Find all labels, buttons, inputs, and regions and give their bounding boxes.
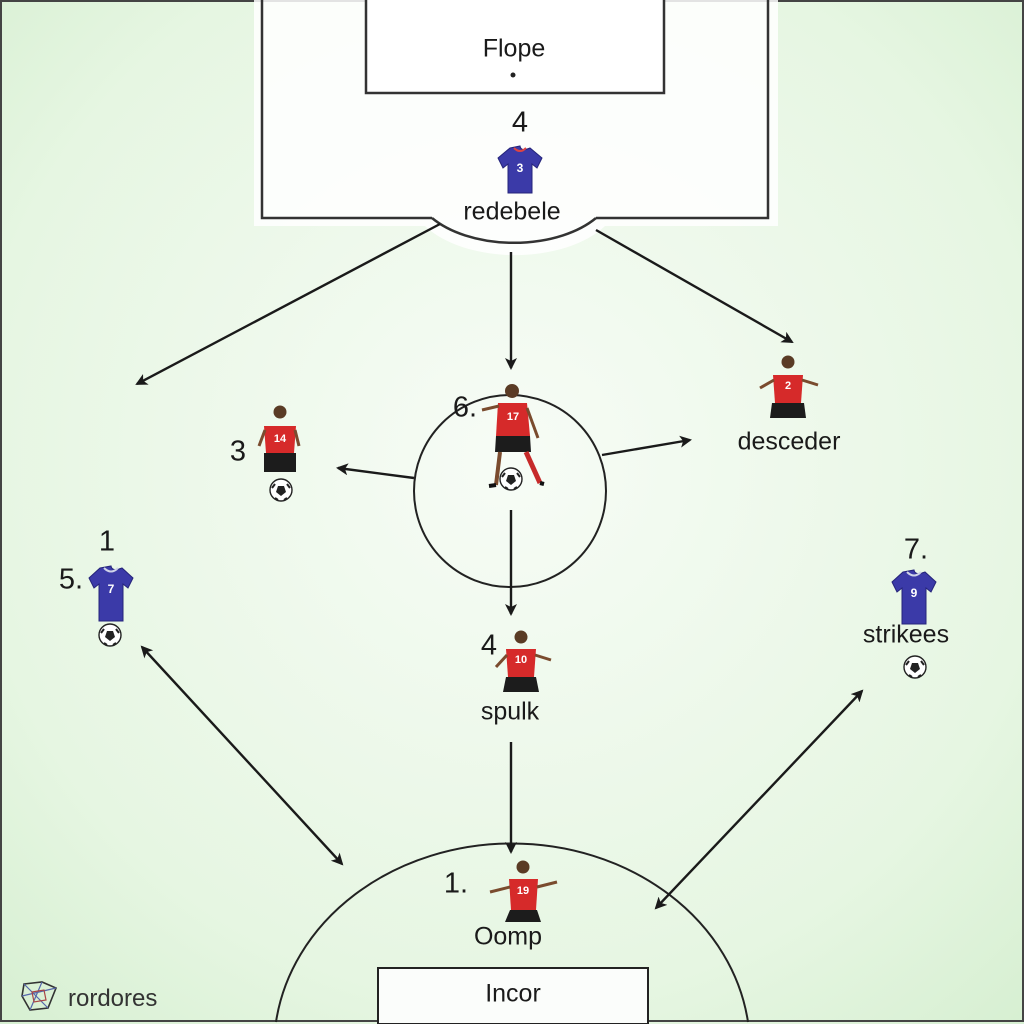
bottom-box-label: Incor — [485, 979, 541, 1008]
ball-icons — [98, 467, 927, 679]
player-goalkeeper-jersey: 3 — [517, 161, 524, 175]
watermark-logo-icon — [21, 981, 58, 1011]
arrow-gk-to-right — [595, 228, 794, 344]
ball-center — [499, 467, 523, 491]
player-bottom-figure: 19 — [489, 860, 558, 922]
right-wing-number: 7. — [903, 533, 929, 566]
arrow-center-to-left — [336, 463, 415, 480]
bottom-label: Oomp — [473, 922, 543, 951]
player-center-jersey: 17 — [507, 411, 519, 423]
player-right-wing-jersey: 9 — [911, 586, 918, 600]
arrow-center-to-right — [601, 435, 692, 457]
right-wing-label: strikees — [862, 620, 950, 649]
player-mid-jersey: 10 — [515, 654, 527, 666]
watermark: rordores — [20, 978, 200, 1016]
ball-left-mid — [269, 478, 293, 502]
bottom-number: 1. — [443, 867, 469, 900]
ball-left-wing — [98, 623, 122, 647]
player-left-mid-figure: 14 — [257, 405, 301, 472]
player-mid-figure: 10 — [494, 630, 552, 692]
player-right-mid-figure: 2 — [759, 355, 819, 418]
center-number: 6. — [452, 391, 478, 424]
bottom-goal-box — [377, 967, 649, 1024]
player-bottom-jersey: 19 — [517, 885, 529, 897]
arrow-gk-to-left — [135, 222, 441, 386]
player-left-mid-jersey: 14 — [274, 433, 287, 445]
player-goalkeeper-shirt: 3 — [497, 145, 543, 194]
player-right-wing-shirt: 9 — [891, 569, 937, 625]
goalkeeper-label: redebele — [463, 197, 561, 226]
penalty-spot — [510, 72, 516, 78]
right-mid-label: desceder — [737, 427, 841, 456]
left-mid-number: 3 — [229, 435, 247, 468]
top-box-label: Flope — [482, 34, 546, 63]
mid-number: 4 — [480, 629, 498, 662]
player-right-mid-jersey: 2 — [785, 380, 791, 392]
left-wing-number-1: 1 — [98, 525, 116, 558]
arrows — [135, 222, 864, 910]
top-goal-box — [364, 0, 666, 95]
watermark-text: rordores — [68, 985, 158, 1012]
left-wing-number-2: 5. — [58, 563, 84, 596]
mid-label: spulk — [480, 697, 540, 726]
player-left-wing-jersey: 7 — [108, 582, 115, 596]
arrow-left-wing — [140, 645, 344, 866]
ball-right-wing — [903, 655, 927, 679]
player-center-figure: 17 — [481, 384, 545, 488]
goalkeeper-number: 4 — [511, 106, 529, 139]
player-left-wing-shirt: 7 — [88, 565, 134, 622]
arrow-right-wing — [654, 689, 864, 910]
